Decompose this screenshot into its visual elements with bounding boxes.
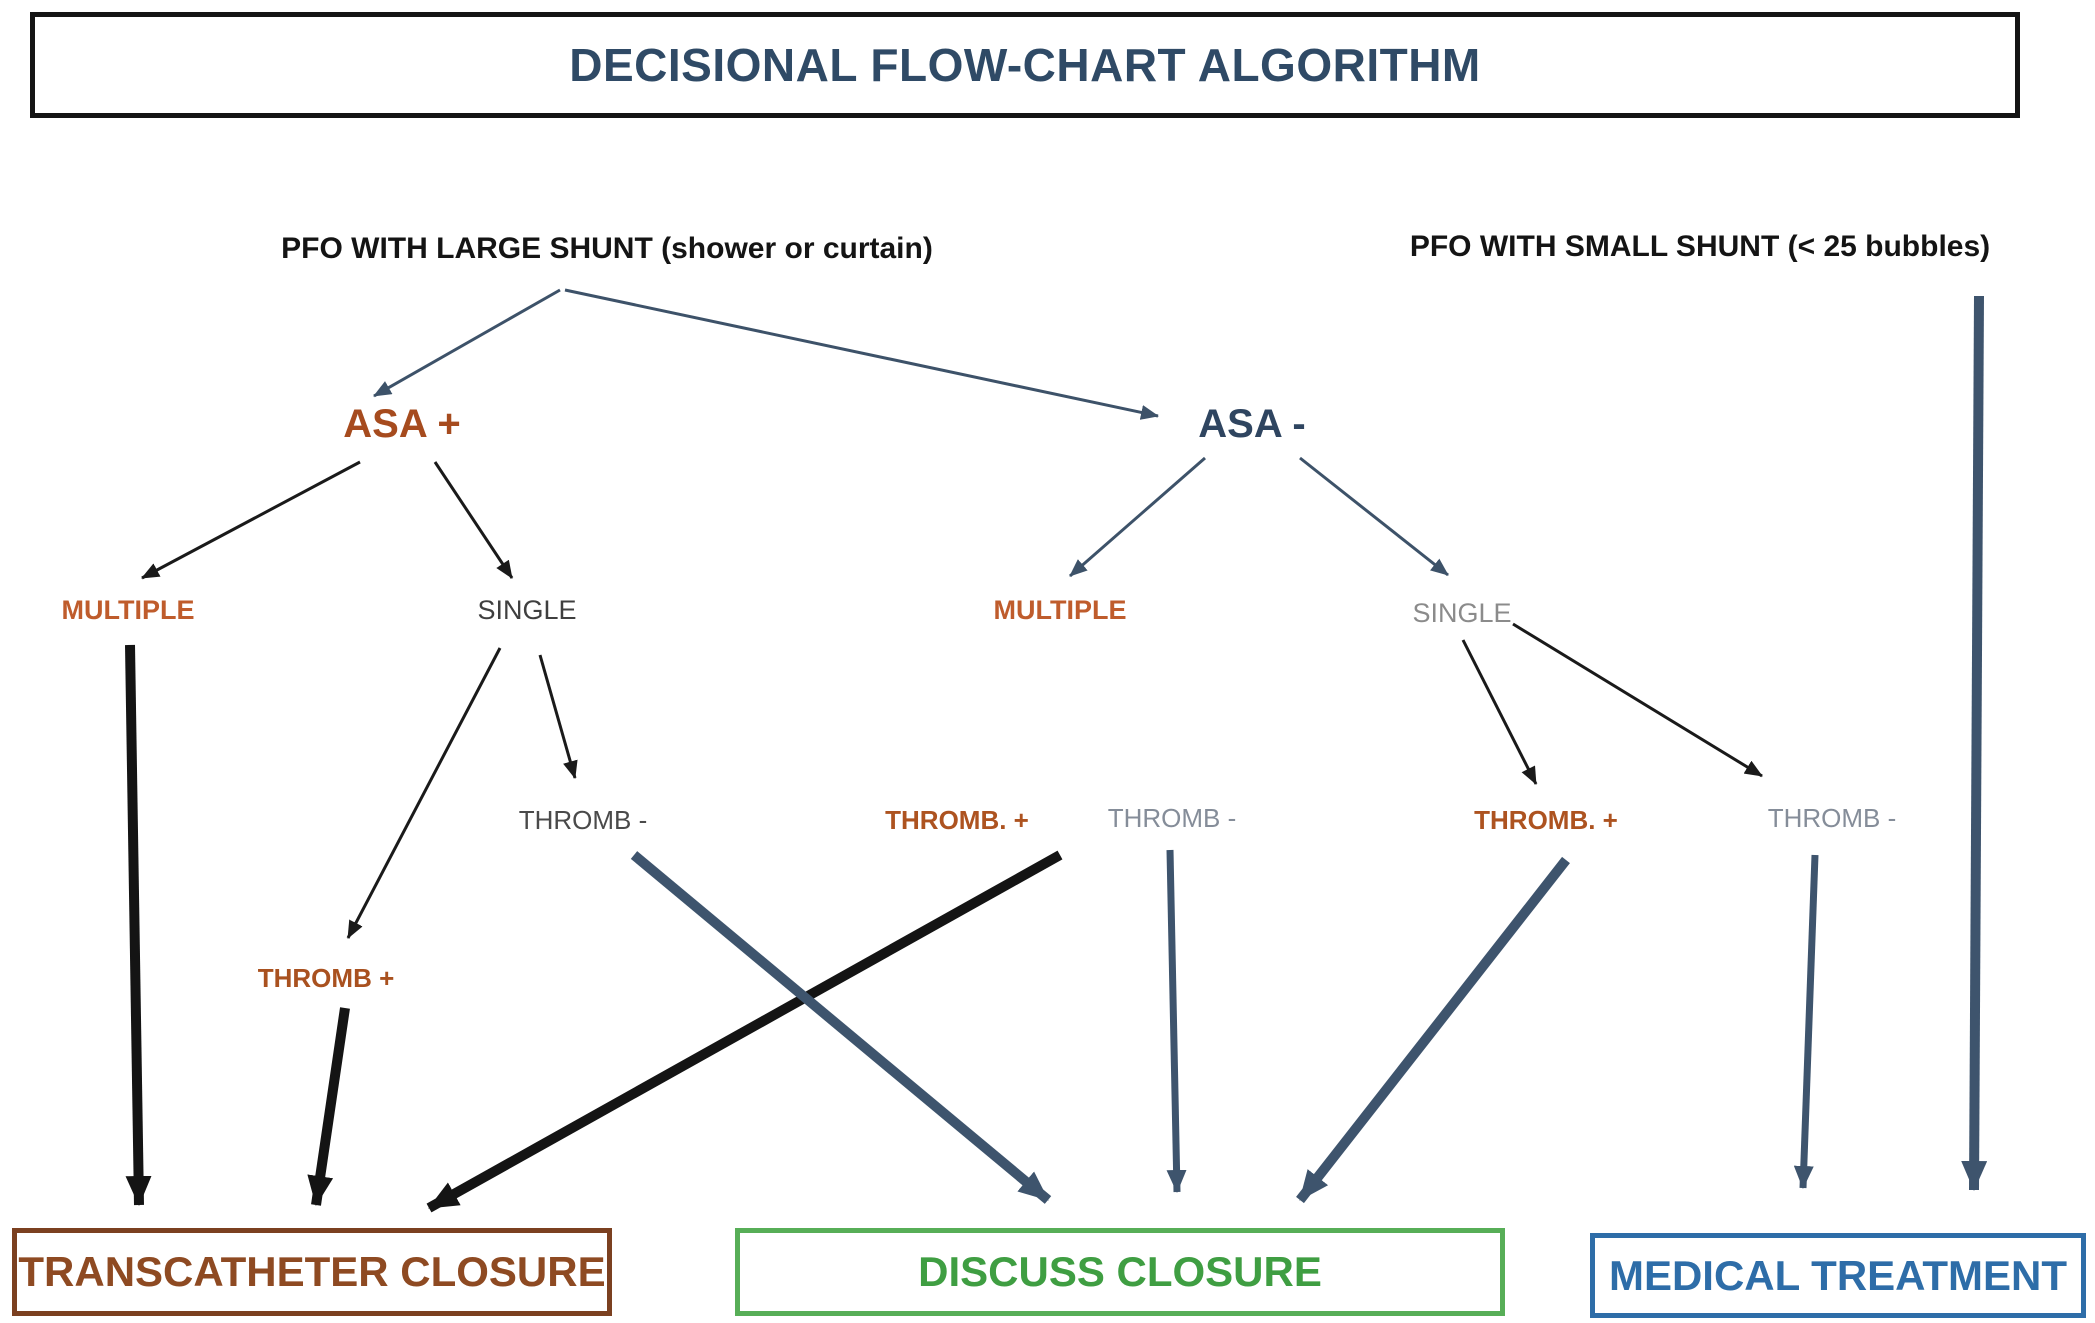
outcome-transcatheter-closure: TRANSCATHETER CLOSURE xyxy=(12,1228,612,1316)
node-thromb-positive-mid: THROMB. + xyxy=(885,805,1029,835)
node-single-asa-negative: SINGLE xyxy=(1412,598,1512,628)
edge-single-right-to-thromb-plus-right xyxy=(1461,639,1538,785)
node-single-asa-positive: SINGLE xyxy=(477,595,577,625)
edge-thromb-minus-left-to-discuss xyxy=(630,851,1052,1204)
edge-thromb-minus-mid-to-discuss xyxy=(1166,849,1187,1193)
edge-thromb-plus-mid-to-transcatheter xyxy=(426,850,1063,1213)
node-thromb-positive-right: THROMB. + xyxy=(1474,805,1618,835)
edge-asa-plus-to-multiple-left xyxy=(141,460,361,580)
node-thromb-negative-left: THROMB - xyxy=(518,805,648,835)
node-multiple-asa-positive: MULTIPLE xyxy=(61,595,195,625)
edge-large-shunt-to-asa-minus xyxy=(564,288,1159,420)
edge-asa-minus-to-single-right xyxy=(1299,456,1449,577)
edge-asa-minus-to-multiple-right xyxy=(1069,456,1206,578)
node-multiple-asa-negative: MULTIPLE xyxy=(993,595,1127,625)
page-title: DECISIONAL FLOW-CHART ALGORITHM xyxy=(569,39,1481,91)
edge-thromb-plus-right-to-discuss xyxy=(1296,856,1570,1204)
node-pfo-large-shunt: PFO WITH LARGE SHUNT (shower or curtain) xyxy=(281,232,933,265)
node-thromb-positive-left: THROMB + xyxy=(257,963,395,993)
node-asa-positive: ASA + xyxy=(343,402,461,446)
edge-multiple-left-to-transcatheter xyxy=(125,644,152,1206)
title-box: DECISIONAL FLOW-CHART ALGORITHM xyxy=(30,12,2020,118)
edge-thromb-minus-right-to-medical xyxy=(1793,854,1819,1189)
node-pfo-small-shunt: PFO WITH SMALL SHUNT (< 25 bubbles) xyxy=(1409,230,1991,263)
node-asa-negative: ASA - xyxy=(1198,402,1306,446)
edge-single-right-to-thromb-minus-right xyxy=(1512,622,1763,778)
outcome-medical-treatment: MEDICAL TREATMENT xyxy=(1590,1233,2086,1318)
node-thromb-negative-right: THROMB - xyxy=(1767,803,1897,833)
edge-thromb-plus-left-to-transcatheter xyxy=(307,1007,350,1206)
edge-single-left-to-thromb-plus-left xyxy=(346,647,502,939)
edge-asa-plus-to-single-left xyxy=(433,461,514,579)
edge-large-shunt-to-asa-plus xyxy=(373,288,561,398)
outcome-transcatheter-label: TRANSCATHETER CLOSURE xyxy=(18,1248,606,1295)
outcome-discuss-label: DISCUSS CLOSURE xyxy=(918,1248,1322,1295)
node-thromb-negative-mid: THROMB - xyxy=(1107,803,1237,833)
outcome-medical-label: MEDICAL TREATMENT xyxy=(1608,1251,2068,1299)
edge-single-left-to-thromb-minus-left xyxy=(538,654,578,779)
edge-small-shunt-to-medical xyxy=(1961,295,1988,1191)
outcome-discuss-closure: DISCUSS CLOSURE xyxy=(735,1228,1505,1316)
